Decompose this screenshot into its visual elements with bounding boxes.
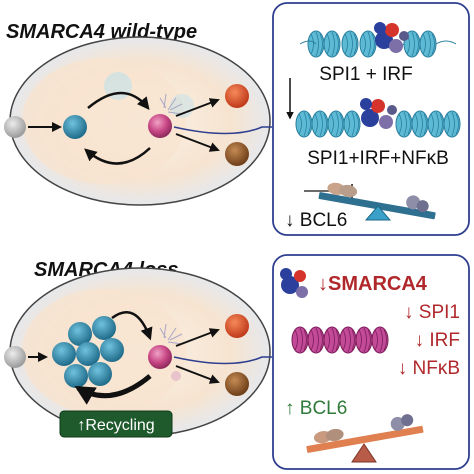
cycle-arrow-bottom-2 <box>74 374 152 405</box>
remodeler-complex-bottom <box>280 268 308 298</box>
naive-b-cell-bottom <box>4 346 26 368</box>
irf-down-label: ↓ IRF <box>415 330 460 351</box>
exit-arrow-top-2 <box>175 133 220 152</box>
seesaw-bottom <box>306 414 424 463</box>
fdc-top <box>159 93 183 115</box>
recycling-badge: ↑Recycling <box>59 410 173 438</box>
spi1-irf-nfkb-label: SPI1+IRF+NFκB <box>307 148 449 169</box>
centroblast-cluster-bottom <box>52 316 124 388</box>
exit-arrow-bottom-1 <box>175 328 220 347</box>
connector-top <box>173 126 272 135</box>
nfkb-down-label: ↓ NFκB <box>398 358 460 379</box>
centroblast-top <box>63 115 87 139</box>
memory-cell-top <box>225 142 249 166</box>
plasma-cell-top <box>225 84 249 108</box>
centrocyte-bottom <box>148 345 172 369</box>
cycle-arrow-top-2 <box>84 147 151 165</box>
remodeler-complex-top-1 <box>374 22 409 53</box>
connector-bottom <box>173 356 272 365</box>
exit-arrow-top-1 <box>175 98 220 117</box>
cycle-arrow-bottom-1 <box>111 311 153 341</box>
smarca4-down-label: ↓SMARCA4 <box>318 273 428 295</box>
bcl6-down-label: ↓ BCL6 <box>285 210 347 231</box>
fdc-bottom <box>159 323 183 345</box>
memory-cell-bottom <box>225 372 249 396</box>
spi1-irf-label: SPI1 + IRF <box>319 64 412 85</box>
centrocyte-top <box>148 114 172 138</box>
plasma-cell-bottom <box>225 314 249 338</box>
spi1-down-label: ↓ SPI1 <box>404 302 460 323</box>
germinal-center-top <box>9 36 271 206</box>
panel-bottom <box>272 254 470 470</box>
bcl6-up-label: ↑ BCL6 <box>285 398 347 419</box>
cycle-arrow-top-1 <box>87 91 150 110</box>
remodeler-complex-top-2 <box>360 98 397 129</box>
seesaw-top <box>304 182 436 221</box>
exit-arrow-bottom-2 <box>175 365 220 384</box>
naive-b-cell-top <box>4 116 26 138</box>
recycling-label: ↑Recycling <box>77 417 154 434</box>
apoptotic-body <box>171 371 181 381</box>
